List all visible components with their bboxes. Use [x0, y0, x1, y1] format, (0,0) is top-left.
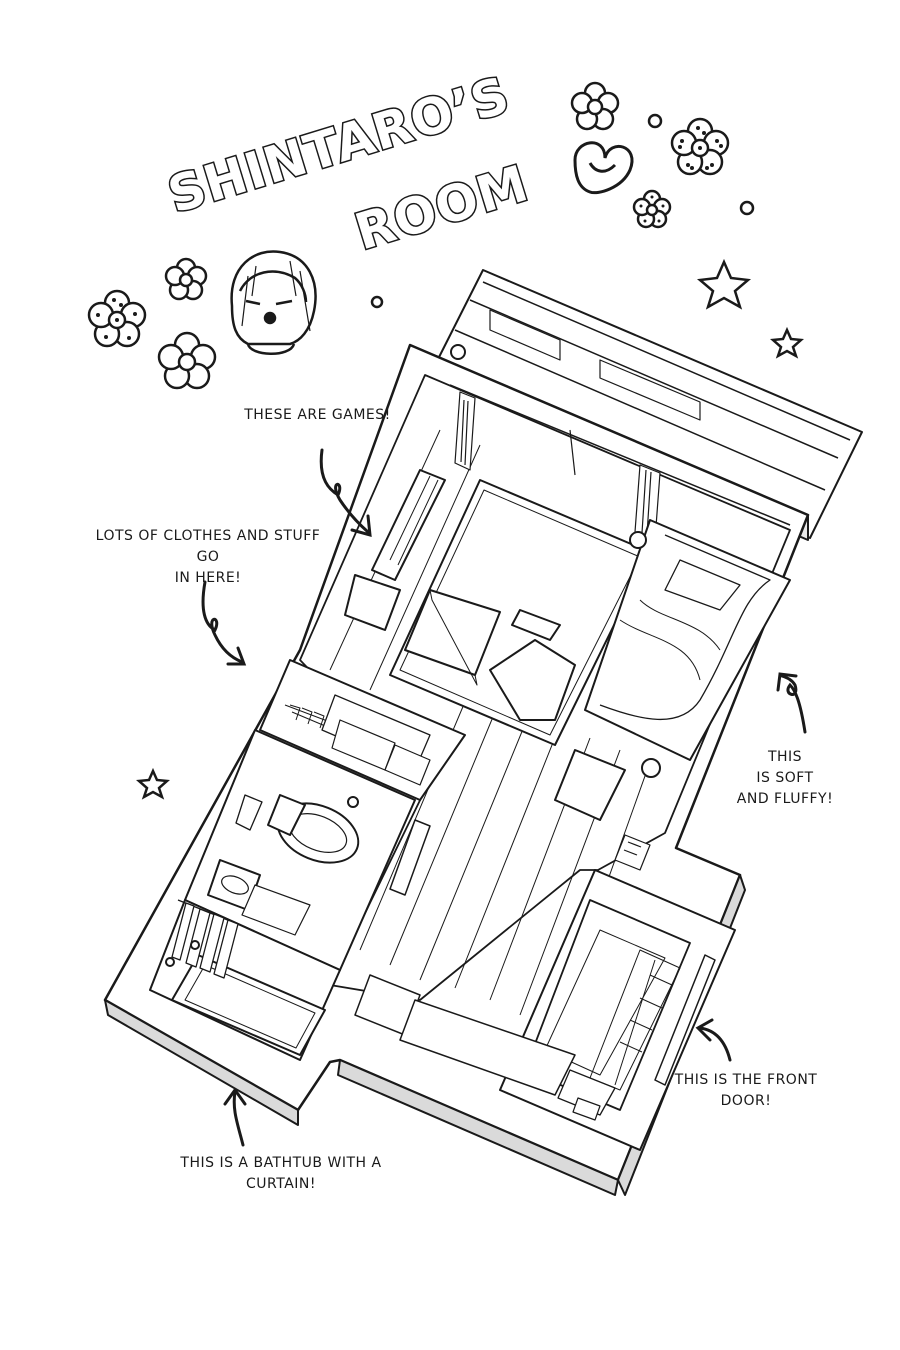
title: SHINTARO’S ROOM	[160, 64, 634, 263]
note-bed-line-2: IS SOFT	[756, 770, 814, 786]
shower-curtain-icon	[171, 899, 241, 979]
floor-plan	[103, 269, 863, 1196]
games-shelf	[371, 469, 446, 581]
plant-pot	[450, 344, 466, 360]
front-door	[654, 954, 716, 1086]
note-front-door: THIS IS THE FRONT DOOR!	[672, 1070, 820, 1112]
flower-icon	[164, 257, 208, 301]
star-icon	[136, 767, 170, 800]
heart-doodle	[573, 141, 634, 195]
note-bathtub-line-1: THIS IS A BATHTUB WITH A	[180, 1155, 382, 1171]
bathtub-icon	[171, 954, 326, 1056]
flower-icon	[570, 81, 620, 131]
hanger-icon	[289, 704, 325, 729]
flower-icon-dotted	[87, 289, 147, 348]
note-bathtub-line-2: CURTAIN!	[246, 1176, 316, 1192]
star-icon	[770, 326, 804, 359]
arrow-front-door	[695, 1018, 732, 1062]
note-bed-line-3: AND FLUFFY!	[736, 791, 834, 807]
note-games-text: THESE ARE GAMES!	[244, 407, 391, 423]
shoe-cabinet	[589, 949, 681, 1091]
cushion	[489, 639, 576, 721]
closet	[259, 659, 466, 801]
note-bed: THIS IS SOFT AND FLUFFY!	[735, 747, 835, 810]
character-head-icon	[230, 250, 317, 355]
dot	[647, 113, 663, 129]
note-games: THESE ARE GAMES!	[240, 405, 395, 426]
dot	[739, 200, 755, 216]
note-front-door-line-1: THIS IS THE FRONT	[674, 1072, 818, 1088]
dot	[370, 295, 384, 309]
note-closet-line-1: LOTS OF CLOTHES AND STUFF GO	[95, 528, 321, 565]
bed	[584, 519, 791, 761]
note-bed-line-1: THIS	[767, 749, 803, 765]
decorations	[87, 81, 804, 800]
balcony	[429, 269, 863, 539]
note-front-door-line-2: DOOR!	[720, 1093, 772, 1109]
tissue-box	[511, 609, 561, 641]
star-icon	[696, 258, 752, 310]
flower-icon-dotted	[632, 189, 672, 229]
arrow-closet	[201, 580, 247, 666]
title-line-2: ROOM	[349, 154, 535, 261]
note-bathtub: THIS IS A BATHTUB WITH A CURTAIN!	[180, 1153, 382, 1195]
arrows	[201, 448, 807, 1147]
arrow-games	[319, 448, 372, 538]
kitchen-entrance	[354, 869, 736, 1151]
flower-icon-dotted	[670, 117, 730, 176]
room-door	[389, 819, 431, 896]
bathtub-area	[149, 899, 341, 1061]
lamp-icon	[641, 758, 661, 778]
arrow-bathtub	[223, 1087, 247, 1147]
flower-icon	[157, 331, 217, 390]
arrow-bed	[776, 672, 807, 734]
note-closet-line-2: IN HERE!	[174, 570, 242, 586]
note-closet: LOTS OF CLOTHES AND STUFF GO IN HERE!	[90, 526, 326, 589]
toilet-room	[184, 729, 416, 971]
